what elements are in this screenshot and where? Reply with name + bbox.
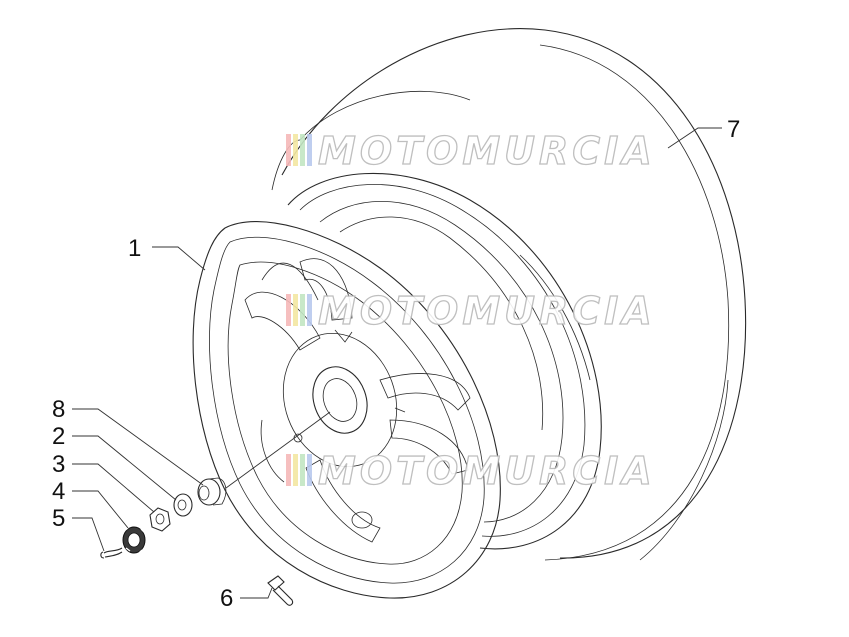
callout-4: 4	[52, 478, 65, 505]
watermark-stripe-green	[300, 294, 305, 326]
watermark-stripe-blue	[307, 134, 312, 166]
watermark-text: MOTOMURCIA	[318, 449, 656, 493]
callout-3: 3	[52, 451, 65, 478]
watermark-stripe-yellow	[293, 134, 298, 166]
callout-2: 2	[52, 423, 65, 450]
watermark-bottom: MOTOMURCIA	[286, 448, 656, 494]
leader-lines	[72, 127, 722, 599]
callout-7: 7	[727, 116, 740, 143]
washer	[197, 477, 227, 506]
cotter-pin	[100, 547, 123, 559]
wheel-rim	[192, 221, 501, 599]
callout-1: 1	[128, 235, 141, 262]
rim-rear	[287, 172, 602, 550]
watermark-text: MOTOMURCIA	[318, 289, 656, 333]
watermark-stripe-green	[300, 454, 305, 486]
tyre-valve	[267, 575, 294, 606]
axle-centerline	[225, 411, 331, 489]
nut	[149, 507, 171, 532]
watermark-middle: MOTOMURCIA	[286, 288, 656, 334]
callout-5: 5	[52, 505, 65, 532]
spacer-ring	[173, 493, 193, 517]
watermark-stripe-red	[286, 294, 291, 326]
callout-6: 6	[220, 585, 233, 612]
watermark-stripe-blue	[307, 294, 312, 326]
callout-8: 8	[52, 396, 65, 423]
watermark-stripe-green	[300, 134, 305, 166]
watermark-stripe-yellow	[293, 294, 298, 326]
tyre	[271, 28, 747, 561]
watermark-text: MOTOMURCIA	[318, 129, 656, 173]
watermark-stripe-blue	[307, 454, 312, 486]
watermark-stripe-red	[286, 134, 291, 166]
watermark-stripe-yellow	[293, 454, 298, 486]
watermark-top: MOTOMURCIA	[286, 128, 656, 174]
watermark-stripe-red	[286, 454, 291, 486]
castle-nut	[122, 526, 146, 554]
